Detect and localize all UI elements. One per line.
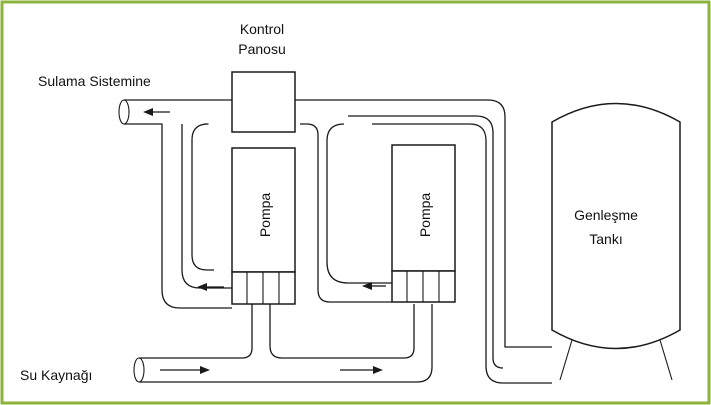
irrigation-outlet-label: Sulama Sistemine bbox=[38, 73, 151, 89]
inlet-pipe bbox=[139, 304, 433, 383]
expansion-tank bbox=[551, 102, 681, 381]
pump-1 bbox=[231, 147, 296, 305]
pump-1-body bbox=[231, 147, 296, 273]
outlet-pipe-end bbox=[118, 99, 130, 125]
pump-2-body bbox=[391, 144, 456, 272]
tank-leg-left bbox=[559, 339, 573, 381]
control-panel-label-line2: Panosu bbox=[238, 41, 285, 57]
flow-arrow-pump2 bbox=[362, 282, 386, 290]
control-panel-label-line1: Kontrol bbox=[240, 21, 284, 37]
tank-leg-right bbox=[659, 339, 673, 381]
pump-2 bbox=[391, 144, 456, 303]
flow-arrow-inlet-2 bbox=[340, 366, 383, 374]
water-source-label: Su Kaynağı bbox=[20, 367, 92, 383]
outlet-pipe bbox=[124, 99, 552, 384]
control-panel-box bbox=[231, 71, 296, 133]
flow-arrow-pump1 bbox=[197, 283, 224, 291]
tank-label-line2: Tankı bbox=[589, 231, 622, 247]
flow-arrow-inlet-1 bbox=[160, 366, 210, 374]
flow-arrow-outlet bbox=[143, 108, 170, 116]
pump-2-label: Pompa bbox=[417, 193, 433, 238]
pump-1-label: Pompa bbox=[257, 193, 273, 238]
tank-label-line1: Genleşme bbox=[574, 207, 638, 223]
